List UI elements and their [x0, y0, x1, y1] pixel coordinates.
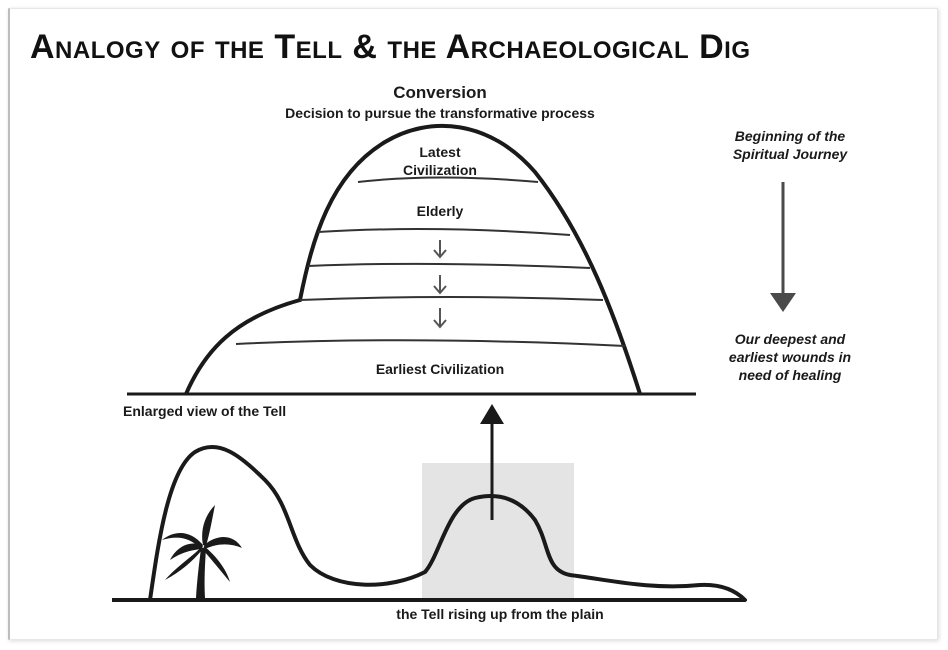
wounds-note-line1: Our deepest and	[734, 331, 846, 347]
beginning-note-line1: Beginning of the	[734, 128, 846, 144]
diagram-title: Analogy of the Tell & the Archaeological…	[30, 28, 751, 66]
wounds-note-line3: need of healing	[738, 367, 842, 383]
earliest-label: Earliest Civilization	[375, 361, 505, 377]
plain-caption: the Tell rising up from the plain	[396, 606, 604, 622]
layer-line-5	[235, 339, 626, 347]
enlarge-up-arrow-icon	[480, 404, 504, 520]
layer-line-4	[299, 296, 604, 301]
landscape-outline	[112, 445, 747, 602]
elderly-label: Elderly	[416, 203, 464, 219]
latest-label-line2: Civilization	[403, 162, 477, 178]
latest-label-line1: Latest	[419, 144, 461, 160]
enlarged-tell-outline	[184, 123, 642, 395]
small-down-arrow-icon	[433, 275, 447, 295]
journey-down-arrow-icon	[770, 182, 796, 312]
palm-tree-icon	[162, 505, 242, 598]
conversion-heading: Conversion	[393, 83, 487, 102]
layer-line-3	[307, 262, 591, 269]
wounds-note-line2: earliest wounds in	[728, 349, 852, 365]
conversion-subheading: Decision to pursue the transformative pr…	[285, 105, 595, 121]
beginning-note-line2: Spiritual Journey	[732, 146, 848, 162]
layer-line-2	[317, 228, 571, 236]
layer-line-1	[357, 176, 539, 183]
small-down-arrow-icon	[433, 308, 447, 329]
enlarged-view-label: Enlarged view of the Tell	[123, 403, 287, 419]
small-down-arrow-icon	[433, 240, 447, 259]
diagram-frame	[8, 8, 938, 640]
